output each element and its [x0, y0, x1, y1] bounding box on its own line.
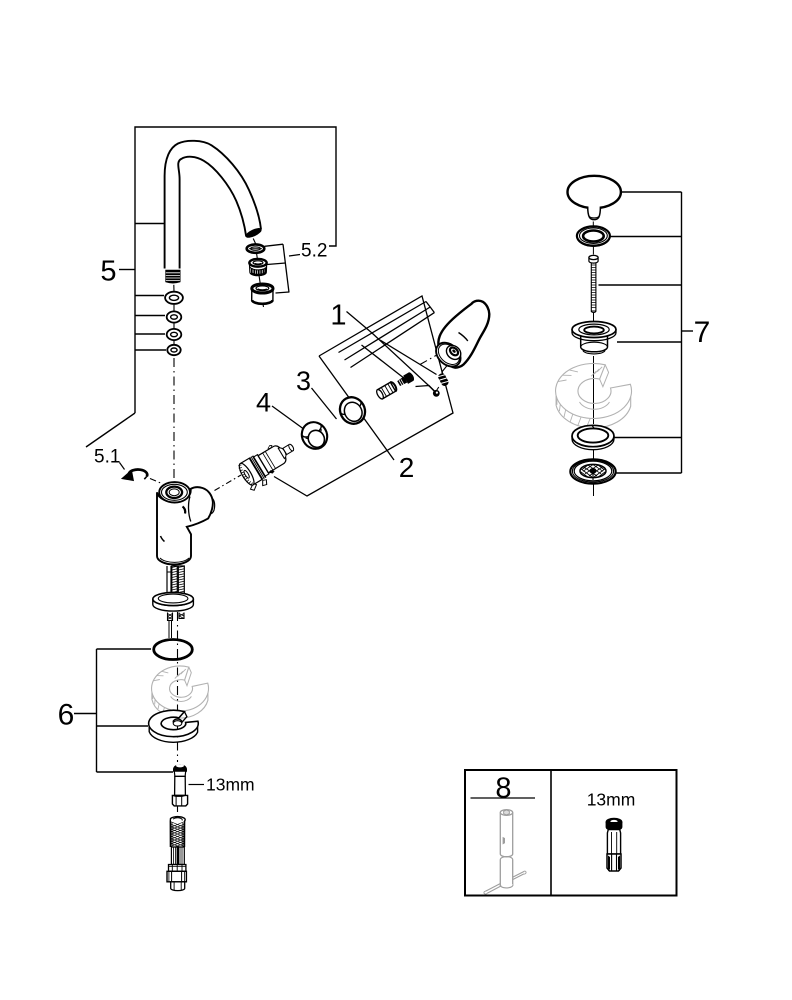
svg-text:13mm: 13mm: [587, 790, 636, 810]
svg-text:2: 2: [399, 452, 415, 483]
svg-text:7: 7: [694, 316, 711, 349]
svg-text:3: 3: [296, 366, 311, 396]
svg-text:8: 8: [495, 773, 511, 805]
svg-text:6: 6: [58, 699, 75, 732]
svg-text:5: 5: [100, 256, 116, 288]
svg-text:1: 1: [330, 300, 346, 332]
svg-text:13mm: 13mm: [206, 775, 255, 795]
svg-text:5.2: 5.2: [301, 241, 327, 262]
svg-text:5.1: 5.1: [94, 447, 120, 468]
svg-text:4: 4: [256, 387, 271, 417]
